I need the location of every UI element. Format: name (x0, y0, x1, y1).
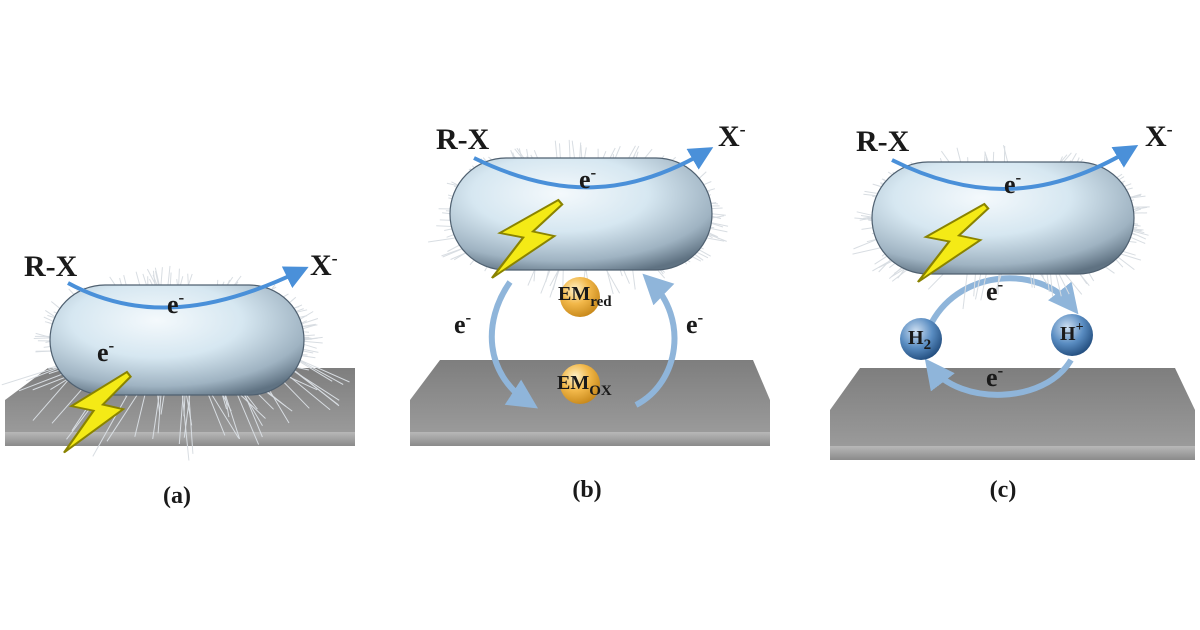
product-label-c: X- (1145, 119, 1173, 153)
pilus-line (167, 265, 171, 287)
pilus-line (206, 391, 226, 436)
proton-sphere (1051, 314, 1093, 356)
cycle-arrow-b-left (488, 280, 539, 409)
electron-label-b-left: e- (454, 308, 472, 339)
electrode-c (830, 368, 1195, 460)
pilus-line (188, 393, 194, 454)
pilus-line (160, 267, 163, 288)
pilus-line (154, 267, 161, 288)
pilus-line (169, 272, 172, 287)
pilus-line (580, 145, 583, 160)
electron-label-a-upper: e- (167, 288, 185, 319)
pilus-line (604, 267, 621, 294)
pilus-line (1003, 144, 1009, 164)
pilus-line (996, 272, 1001, 291)
electron-label-b-cell: e- (579, 163, 597, 194)
cell-c (871, 161, 1135, 275)
mediator-reduced-sphere (560, 277, 600, 317)
pilus-line (568, 139, 571, 160)
electron-label-b-right: e- (686, 308, 704, 339)
pilus-line (106, 390, 141, 442)
electron-path-arrow-b (473, 147, 714, 190)
pilus-line (92, 389, 131, 457)
mediator-reduced-label: EMred (558, 283, 612, 310)
cell-a (49, 284, 305, 396)
pilus-line (233, 387, 260, 445)
electron-path-arrow-a (67, 266, 309, 310)
pilus-line (1, 363, 68, 386)
electron-label-c-cell: e- (1004, 168, 1022, 199)
mediator-oxidized-label: EMOX (557, 372, 612, 399)
proton-label: H+ (1060, 320, 1084, 345)
hydrogen-label: H2 (908, 327, 931, 353)
pilus-line (540, 266, 552, 294)
panel-c: H2 H+ R-X X- e- e- e- (c) (830, 119, 1195, 503)
pilus-line (209, 391, 240, 439)
pilus-line (973, 271, 977, 297)
pilus-line (223, 389, 241, 440)
electron-label-a-lower: e- (97, 336, 115, 367)
pilus-line (293, 356, 350, 383)
pilus-line (157, 392, 162, 434)
cycle-arrow-b-right (634, 273, 678, 408)
cycle-arrow-c-top (929, 275, 1079, 324)
pilus-line (160, 393, 165, 415)
pilus-line (152, 392, 160, 439)
mediator-oxidized-sphere (560, 364, 600, 404)
pilus-line (571, 140, 576, 160)
reactant-label-b: R-X (436, 123, 490, 156)
cell-b (449, 157, 713, 271)
hydrogen-sphere (900, 318, 942, 360)
pilus-line (549, 267, 561, 287)
reactant-label-c: R-X (856, 125, 910, 158)
pilus-line (962, 270, 969, 310)
pilus-line (554, 140, 558, 161)
pilus-line (980, 271, 988, 301)
panel-a: R-X X- e- e- (a) (1, 248, 355, 509)
panel-b: EMred EMOX R-X X- e- e- e- (b) (410, 119, 770, 503)
pilus-line (178, 268, 180, 287)
pilus-line (134, 391, 147, 437)
electron-label-c-top: e- (986, 275, 1004, 306)
product-label-a: X- (310, 248, 338, 282)
reactant-label-a: R-X (24, 250, 78, 283)
pilus-line (183, 393, 186, 417)
caption-a: (a) (163, 483, 191, 509)
pilus-line (293, 356, 344, 385)
pilus-line (975, 271, 982, 300)
electron-path-arrow-c (891, 145, 1139, 191)
pilus-line (579, 142, 582, 160)
electron-label-c-bottom: e- (986, 361, 1004, 392)
caption-b: (b) (572, 477, 601, 503)
pilus-line (181, 393, 190, 461)
caption-c: (c) (990, 477, 1017, 503)
cycle-arrow-c-bottom (924, 358, 1074, 398)
product-label-b: X- (718, 119, 746, 153)
